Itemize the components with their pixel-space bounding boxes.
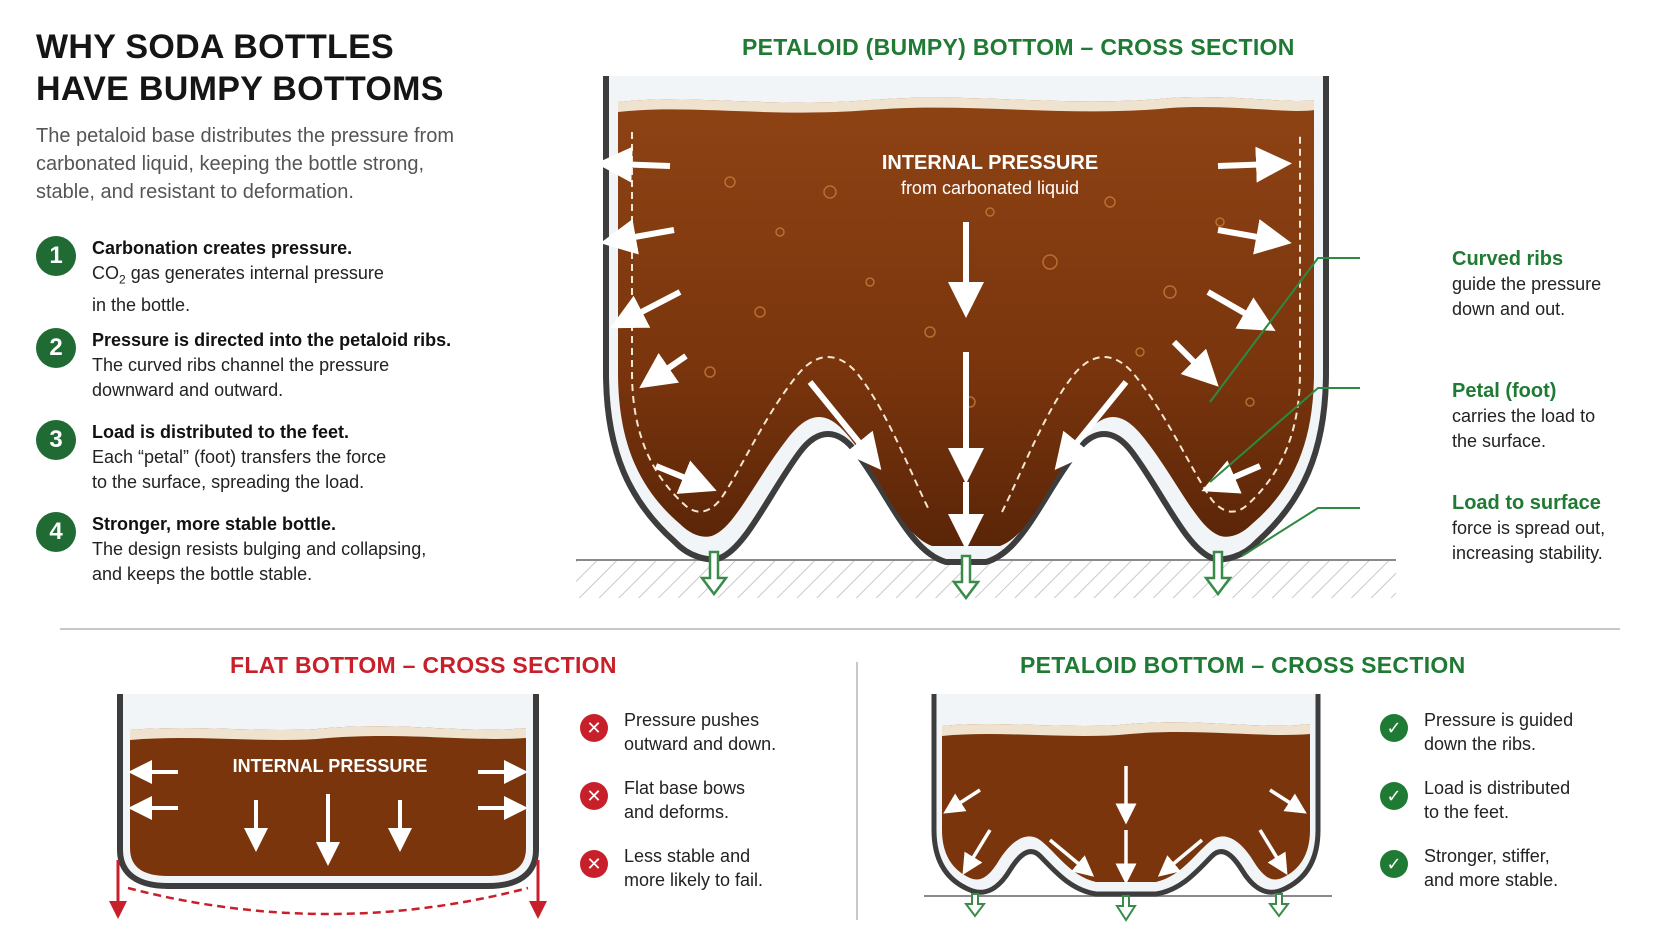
callout-petal-foot: Petal (foot) carries the load to the sur…: [1452, 380, 1596, 451]
step-text-line: to the surface, spreading the load.: [92, 472, 365, 492]
arrow-icon: [1171, 339, 1219, 387]
step-4: 4 Stronger, more stable bottle. The desi…: [36, 512, 496, 587]
arrow-icon: [1217, 146, 1292, 183]
step-heading: Stronger, more stable bottle.: [92, 514, 337, 534]
arrow-icon: [654, 460, 717, 494]
step-number-badge: 3: [36, 420, 76, 460]
arrow-icon: [1157, 838, 1204, 877]
pressure-arrows: [596, 146, 1292, 550]
load-arrows: [699, 550, 1233, 601]
callout-curved-ribs: Curved ribs guide the pressure down and …: [1452, 248, 1602, 319]
flat-pressure-label: INTERNAL PRESSURE: [232, 756, 428, 776]
check-circle-icon: ✓: [1380, 714, 1408, 742]
arrow-icon: [639, 352, 688, 389]
arrow-icon: [596, 146, 671, 183]
arrow-icon: [962, 829, 992, 875]
step-text-line: The design resists bulging and collapsin…: [92, 539, 427, 559]
arrow-icon: [600, 219, 675, 255]
pressure-arrows: [943, 766, 1307, 885]
flat-bottom-title: FLAT BOTTOM – CROSS SECTION: [230, 652, 617, 678]
soda-liquid: [618, 97, 1314, 546]
step-number-badge: 1: [36, 236, 76, 276]
main-diagram-title: PETALOID (BUMPY) BOTTOM – CROSS SECTION: [742, 34, 1295, 60]
step-text-line: downward and outward.: [92, 380, 284, 400]
step-text-line: Each “petal” (foot) transfers the force: [92, 447, 387, 467]
step-heading: Pressure is directed into the petaloid r…: [92, 330, 452, 350]
page-subtitle: The petaloid base distributes the pressu…: [36, 125, 454, 203]
arrow-icon: [699, 550, 729, 597]
flat-bottom-diagram: [109, 694, 547, 919]
arrow-icon: [1269, 788, 1307, 814]
internal-pressure-label: INTERNAL PRESSURE from carbonated liquid: [881, 152, 1099, 198]
arrow-icon: [1201, 460, 1262, 494]
arrow-icon: [943, 788, 981, 814]
arrow-icon: [1048, 838, 1095, 877]
ground-surface: [576, 560, 1396, 598]
step-text-line: CO2 gas generates internal pressure: [92, 263, 384, 287]
deformation-curve: [127, 886, 529, 916]
callout-leaders: [1209, 257, 1360, 557]
x-circle-icon: ✕: [580, 782, 608, 810]
arrow-icon: [1203, 550, 1233, 597]
step-text-line: and keeps the bottle stable.: [92, 564, 313, 584]
step-number-badge: 4: [36, 512, 76, 552]
petaloid-bullet: ✓ Stronger, stiffer,and more stable.: [1380, 844, 1600, 892]
load-arrows: [964, 893, 1290, 922]
step-3: 3 Load is distributed to the feet. Each …: [36, 420, 496, 495]
step-heading: Carbonation creates pressure.: [92, 238, 353, 258]
step-number-badge: 2: [36, 328, 76, 368]
section-divider-horizontal: [60, 628, 1620, 630]
arrow-icon: [807, 380, 882, 470]
step-1: 1 Carbonation creates pressure. CO2 gas …: [36, 236, 496, 318]
section-divider-vertical: [856, 662, 858, 920]
arrow-icon: [610, 289, 682, 329]
arrow-icon: [1054, 380, 1129, 470]
check-circle-icon: ✓: [1380, 782, 1408, 810]
step-text-line: in the bottle.: [92, 294, 191, 315]
title-line-1: WHY SODA BOTTLES: [36, 28, 395, 66]
check-circle-icon: ✓: [1380, 850, 1408, 878]
arrow-icon: [1217, 219, 1292, 255]
step-2: 2 Pressure is directed into the petaloid…: [36, 328, 496, 403]
callout-load-to-surface: Load to surface force is spread out, inc…: [1452, 492, 1606, 563]
pressure-arrows: [128, 760, 528, 866]
arrow-icon: [1115, 895, 1137, 922]
petaloid-cross-section-diagram: [576, 76, 1396, 601]
x-circle-icon: ✕: [580, 714, 608, 742]
arrow-icon: [951, 554, 981, 601]
arrow-icon: [1206, 289, 1276, 331]
title-line-2: HAVE BUMPY BOTTOMS: [36, 70, 444, 108]
step-heading: Load is distributed to the feet.: [92, 422, 350, 442]
step-text-line: The curved ribs channel the pressure: [92, 355, 390, 375]
petaloid-bottom-title: PETALOID BOTTOM – CROSS SECTION: [1020, 652, 1466, 678]
page-title: WHY SODA BOTTLES HAVE BUMPY BOTTOMS: [36, 26, 506, 110]
x-circle-icon: ✕: [580, 850, 608, 878]
arrow-icon: [964, 893, 986, 918]
arrow-icon: [1268, 893, 1290, 918]
petaloid-small-diagram: [924, 694, 1332, 922]
arrow-icon: [1258, 829, 1288, 875]
